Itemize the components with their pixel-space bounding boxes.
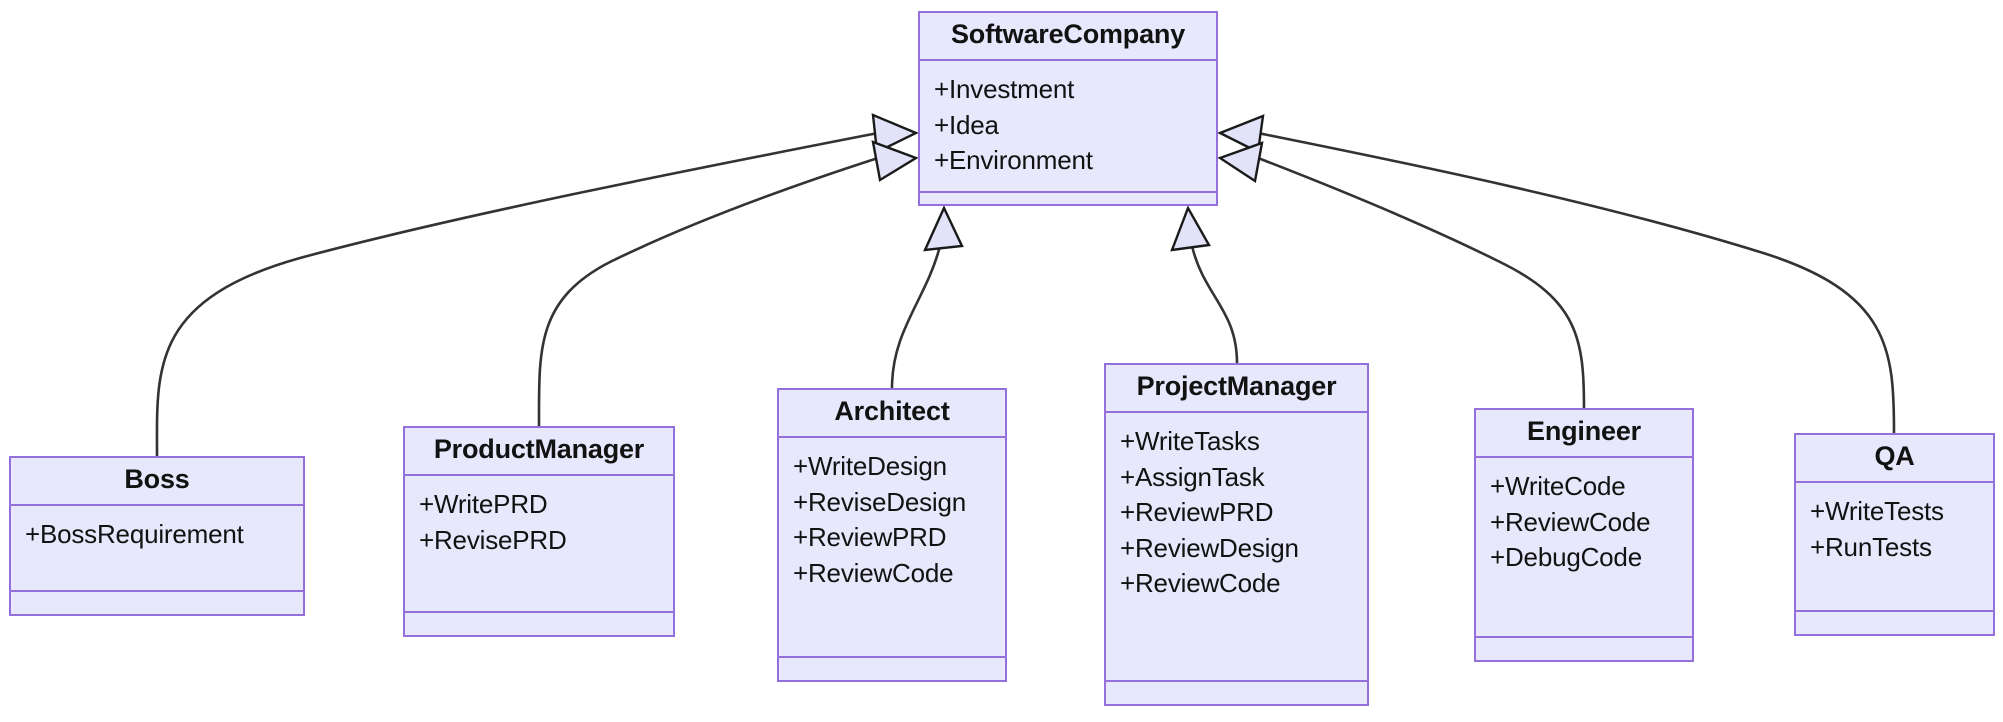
attribute-row: +Investment (934, 74, 1075, 104)
class-node-architect[interactable]: Architect +WriteDesign +ReviseDesign +Re… (777, 388, 1007, 682)
class-title-project-manager: ProjectManager (1106, 365, 1367, 413)
class-title-software-company: SoftwareCompany (920, 13, 1216, 61)
class-attributes-qa: +WriteTests +RunTests (1796, 483, 1993, 612)
class-methods-architect (779, 658, 1005, 680)
class-title-engineer: Engineer (1476, 410, 1692, 458)
attribute-row: +WriteDesign (793, 451, 947, 481)
attribute-row: +ReviewDesign (1120, 532, 1299, 563)
attribute-row: +Idea (934, 109, 999, 140)
class-attributes-project-manager: +WriteTasks +AssignTask +ReviewPRD +Revi… (1106, 413, 1367, 682)
class-node-engineer[interactable]: Engineer +WriteCode +ReviewCode +DebugCo… (1474, 408, 1694, 662)
class-title-architect: Architect (779, 390, 1005, 438)
class-node-project-manager[interactable]: ProjectManager +WriteTasks +AssignTask +… (1104, 363, 1369, 706)
edge-architect-to-softwarecompany (890, 245, 942, 389)
class-node-product-manager[interactable]: ProductManager +WritePRD +RevisePRD (403, 426, 675, 637)
inheritance-arrowhead-engineer (1217, 141, 1264, 183)
class-title-qa: QA (1796, 435, 1993, 483)
class-methods-software-company (920, 193, 1216, 215)
class-node-qa[interactable]: QA +WriteTests +RunTests (1794, 433, 1995, 636)
attribute-row: +ReviewCode (1120, 568, 1281, 599)
class-methods-boss (11, 592, 303, 614)
edge-projectmanager-to-softwarecompany (1190, 245, 1239, 364)
attribute-row: +BossRequirement (25, 519, 244, 549)
class-attributes-software-company: +Investment +Idea +Environment (920, 61, 1216, 193)
attribute-row: +ReviewCode (793, 557, 954, 588)
inheritance-arrowhead-qa (1217, 114, 1265, 154)
attribute-row: +WriteTests (1810, 496, 1944, 526)
attribute-row: +ReviewPRD (793, 522, 947, 553)
attribute-row: +RunTests (1810, 531, 1932, 562)
class-attributes-product-manager: +WritePRD +RevisePRD (405, 476, 673, 613)
attribute-row: +RevisePRD (419, 524, 567, 555)
attribute-row: +ReviseDesign (793, 486, 966, 517)
class-methods-project-manager (1106, 682, 1367, 704)
attribute-row: +WritePRD (419, 489, 548, 519)
attribute-row: +WriteCode (1490, 471, 1626, 501)
class-attributes-boss: +BossRequirement (11, 506, 303, 592)
class-attributes-architect: +WriteDesign +ReviseDesign +ReviewPRD +R… (779, 438, 1005, 658)
attribute-row: +ReviewCode (1490, 506, 1651, 537)
edge-productmanager-to-softwarecompany (537, 156, 879, 427)
attribute-row: +ReviewPRD (1120, 497, 1274, 528)
attribute-row: +DebugCode (1490, 542, 1642, 573)
edge-boss-to-softwarecompany (155, 131, 879, 457)
attribute-row: +Environment (934, 145, 1093, 176)
class-methods-qa (1796, 612, 1993, 634)
class-node-software-company[interactable]: SoftwareCompany +Investment +Idea +Envir… (918, 11, 1218, 206)
class-node-boss[interactable]: Boss +BossRequirement (9, 456, 305, 616)
class-methods-product-manager (405, 613, 673, 635)
class-attributes-engineer: +WriteCode +ReviewCode +DebugCode (1476, 458, 1692, 638)
class-title-boss: Boss (11, 458, 303, 506)
class-title-product-manager: ProductManager (405, 428, 673, 476)
attribute-row: +AssignTask (1120, 461, 1265, 492)
inheritance-arrowhead-boss (871, 113, 919, 154)
inheritance-arrowhead-productmanager (871, 140, 919, 182)
class-methods-engineer (1476, 638, 1692, 660)
attribute-row: +WriteTasks (1120, 426, 1260, 456)
